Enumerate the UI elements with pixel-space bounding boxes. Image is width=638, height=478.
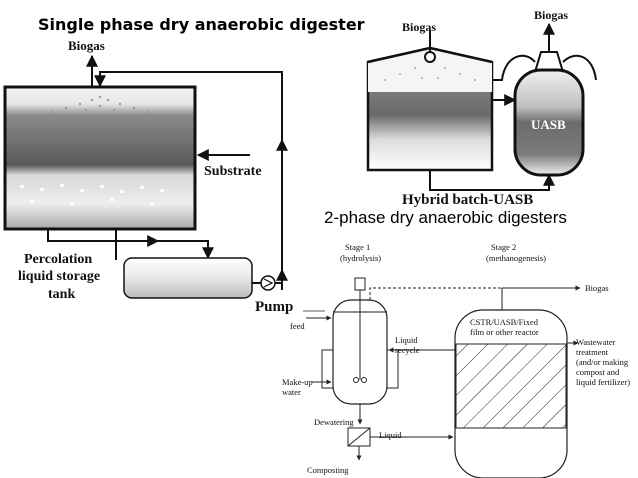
wastewater-label-5: liquid fertilizer) [576, 377, 631, 387]
two-phase-title: 2-phase dry anaerobic digesters [324, 208, 567, 227]
biogas-label-two-phase: Biogas [585, 283, 609, 293]
percolation-label-2: liquid storage [18, 269, 101, 284]
liquid-label: Liquid [379, 430, 402, 440]
substrate-label: Substrate [204, 164, 262, 179]
hybrid-batch-uasb [366, 22, 597, 191]
liquid-recycle-label-1: Liquid [395, 335, 418, 345]
stage1-label: Stage 1 [345, 242, 371, 252]
biogas-label-single: Biogas [68, 38, 105, 53]
hybrid-caption: Hybrid batch-UASB [402, 192, 534, 208]
pump-label: Pump [255, 299, 294, 315]
stage2-sub-label: (methanogenesis) [486, 253, 546, 263]
dewatering-label: Dewatering [314, 417, 354, 427]
two-phase-diagram [303, 277, 581, 478]
reactor-label-1: CSTR/UASB/Fixed [470, 317, 539, 327]
percolate-dots [20, 184, 164, 206]
wastewater-label-3: (and/or making [576, 357, 629, 367]
liquid-recycle-label-2: recycle [395, 345, 420, 355]
wastewater-label-2: treatment [576, 347, 609, 357]
percolation-label-1: Percolation [24, 252, 93, 267]
digester-vessel [3, 85, 197, 231]
percolation-label-3: tank [48, 287, 76, 302]
percolation-tank [123, 257, 253, 299]
uasb-label: UASB [531, 117, 566, 132]
single-phase-digester [3, 54, 288, 299]
stage2-label: Stage 2 [491, 242, 517, 252]
biogas-label-hybrid-right: Biogas [534, 8, 569, 22]
spray-pattern [50, 95, 150, 114]
composting-label: Composting [307, 465, 349, 475]
feed-label: feed [290, 321, 305, 331]
single-phase-title: Single phase dry anaerobic digester [38, 15, 365, 34]
reactor-label-2: film or other reactor [470, 327, 539, 337]
stage1-sub-label: (hydrolysis) [340, 253, 382, 263]
biogas-label-hybrid-left: Biogas [402, 20, 437, 34]
makeup-water-label-1: Make-up [282, 377, 313, 387]
packed-bed [455, 343, 567, 429]
makeup-water-label-2: water [282, 387, 301, 397]
wastewater-label-1: Wastewater [576, 337, 616, 347]
wastewater-label-4: compost and [576, 367, 620, 377]
